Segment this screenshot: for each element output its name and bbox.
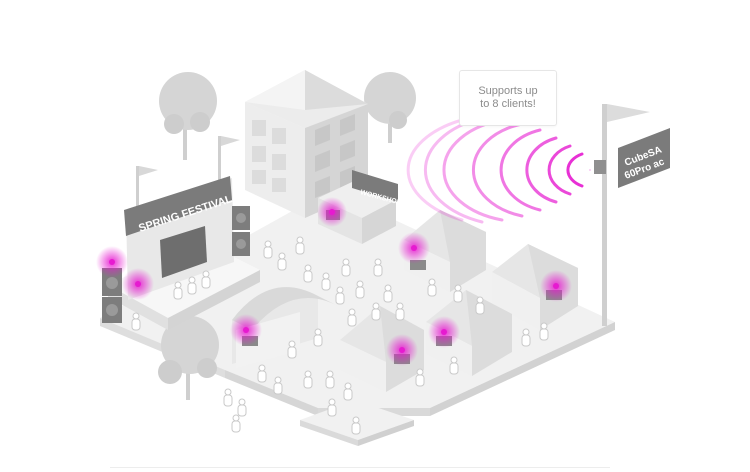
wifi-signal-icon	[96, 197, 572, 366]
tree-icon	[364, 72, 416, 143]
person-icon	[539, 322, 549, 341]
stage-banner	[124, 176, 232, 236]
person-icon	[355, 280, 365, 299]
callout-line1: Supports up	[478, 85, 538, 97]
person-icon	[223, 388, 233, 407]
person-icon	[341, 258, 351, 277]
crowd	[131, 236, 549, 435]
signal-beam	[406, 116, 591, 224]
person-icon	[351, 416, 361, 435]
person-icon	[231, 414, 241, 433]
callout-line2: to 8 clients!	[480, 98, 536, 110]
person-icon	[257, 364, 267, 383]
person-icon	[371, 302, 381, 321]
divider	[110, 467, 610, 468]
tree-icon	[158, 316, 219, 400]
person-icon	[521, 328, 531, 347]
main-building	[245, 70, 368, 218]
person-icon	[263, 240, 273, 259]
person-icon	[237, 398, 247, 417]
person-icon	[449, 356, 459, 375]
person-icon	[303, 264, 313, 283]
flag-icon	[136, 136, 240, 212]
person-icon	[201, 270, 211, 289]
person-icon	[327, 398, 337, 417]
person-icon	[321, 272, 331, 291]
person-icon	[383, 284, 393, 303]
person-icon	[343, 382, 353, 401]
person-icon	[303, 370, 313, 389]
person-icon	[347, 308, 357, 327]
product-flag	[618, 128, 670, 188]
stage: SPRING FESTIVAL	[108, 176, 260, 330]
person-icon	[415, 368, 425, 387]
person-icon	[335, 286, 345, 305]
person-icon	[453, 284, 463, 303]
tree-icon	[159, 72, 217, 160]
person-icon	[325, 370, 335, 389]
person-icon	[287, 340, 297, 359]
stage-screen	[160, 226, 207, 278]
person-icon	[273, 376, 283, 395]
person-icon	[295, 236, 305, 255]
person-icon	[395, 302, 405, 321]
capacity-callout: Supports up to 8 clients!	[459, 70, 557, 126]
person-icon	[313, 328, 323, 347]
person-icon	[173, 281, 183, 300]
person-icon	[277, 252, 287, 271]
person-icon	[427, 278, 437, 297]
person-icon	[187, 276, 197, 295]
person-icon	[131, 312, 141, 331]
person-icon	[475, 296, 485, 315]
cube-device	[594, 160, 606, 174]
person-icon	[373, 258, 383, 277]
cube-pole: CubeSA 60Pro ac	[594, 104, 670, 326]
